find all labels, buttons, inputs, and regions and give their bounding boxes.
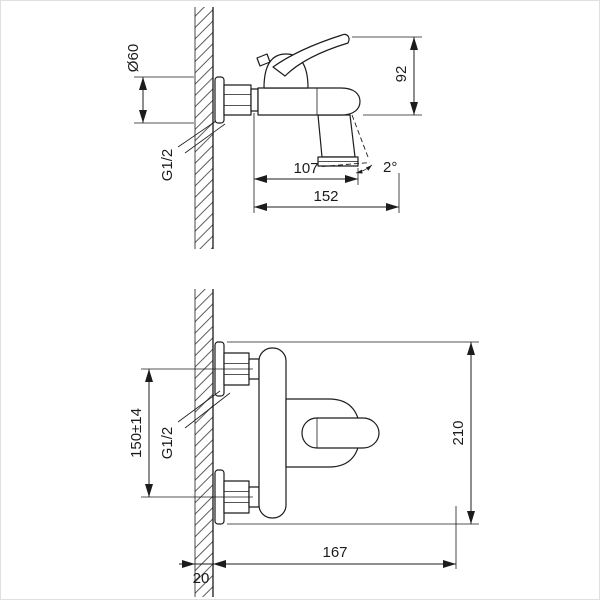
faucet-plan-profile	[214, 341, 380, 525]
dim-projection-plan: 167	[213, 506, 457, 569]
dim-spout-reach: 107	[253, 113, 359, 213]
thread-label-plan: G1/2	[159, 427, 176, 460]
dim-centers-label: 150±14	[128, 408, 145, 458]
dim-wall-label: 20	[193, 570, 210, 587]
side-view: Ø60 G1/2 92 2° 107 152	[125, 7, 422, 249]
spout-angle-callout: 2°	[321, 114, 397, 176]
thread-callout-plan: G1/2	[159, 390, 231, 460]
dim-projection-label: 152	[313, 188, 338, 205]
spout	[317, 114, 356, 158]
body	[257, 87, 361, 116]
lever-handle	[272, 33, 350, 77]
dim-wall-thickness: 20	[179, 560, 213, 587]
dim-overall-label: 210	[450, 420, 467, 445]
wall-hatch	[195, 7, 213, 249]
plan-view: 150±14 G1/2 210 167 20	[128, 289, 479, 597]
dim-total-projection: 152	[254, 173, 400, 213]
dim-escutcheon-diameter: Ø60	[125, 44, 194, 124]
dim-height-label: 92	[393, 66, 410, 83]
thread-label-side: G1/2	[159, 149, 176, 182]
dim-projection-plan-label: 167	[322, 544, 347, 561]
escutcheon	[214, 76, 225, 124]
dim-body-height: 92	[352, 36, 422, 116]
dim-reach-label: 107	[293, 160, 318, 177]
faucet-side-profile	[214, 33, 361, 167]
lever-tail	[256, 53, 271, 67]
spout-angle-label: 2°	[383, 159, 397, 176]
dim-overall-height: 210	[227, 341, 479, 525]
thread-callout-side: G1/2	[159, 120, 226, 182]
wall-section-plan	[194, 289, 214, 597]
neck	[250, 88, 259, 112]
wall-hatch-plan	[195, 289, 213, 597]
mounting-nut	[223, 84, 252, 116]
lever-plan	[301, 417, 380, 449]
dim-inlet-centers: 150±14	[128, 368, 253, 498]
dim-diameter-label: Ø60	[125, 44, 142, 72]
wall-section	[194, 7, 214, 249]
connector-body	[258, 347, 287, 519]
